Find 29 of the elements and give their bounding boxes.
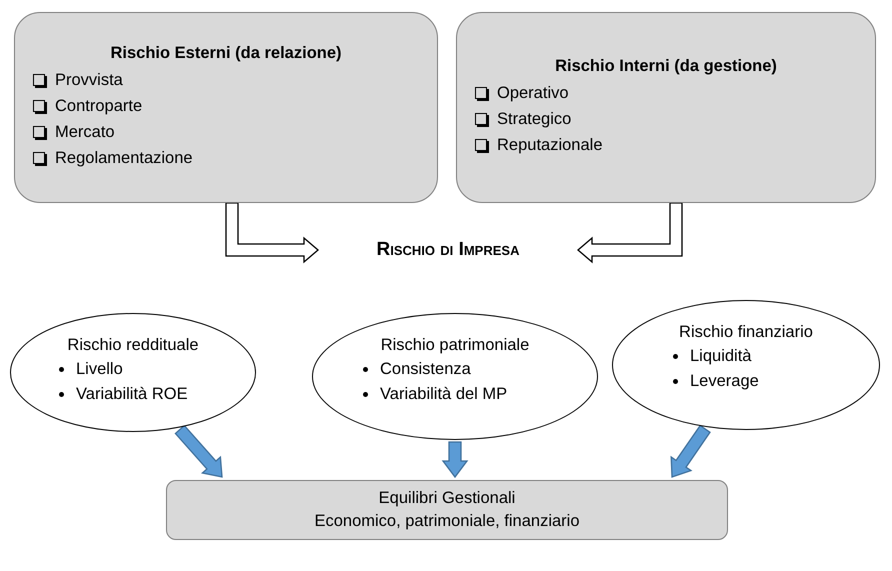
rounded-box — [166, 480, 728, 540]
rounded-box — [14, 12, 438, 203]
list-item: Regolamentazione — [55, 148, 193, 168]
block-arrow — [670, 424, 711, 478]
rounded-box — [456, 12, 876, 203]
list-item: Leverage — [690, 372, 759, 391]
list-item: Provvista — [55, 70, 123, 90]
list-item: Livello — [76, 360, 123, 379]
ellipse-heading: Rischio patrimoniale — [380, 336, 530, 355]
list-item: Reputazionale — [497, 136, 602, 154]
block-arrow — [442, 441, 468, 478]
ellipse-heading: Rischio finanziario — [679, 323, 813, 342]
list-item: Strategico — [497, 110, 572, 128]
list-item: Controparte — [55, 96, 142, 116]
block-arrow — [174, 424, 223, 478]
box-text: Equilibri Gestionali — [378, 488, 516, 509]
list-item: Consistenza — [380, 360, 471, 379]
list-item: Operativo — [497, 84, 569, 102]
block-arrow — [225, 202, 319, 264]
box-heading: Rischio Interni (da gestione) — [554, 57, 778, 76]
list-item: Liquidità — [690, 347, 752, 366]
list-item: Mercato — [55, 122, 115, 142]
title-text: Rischio di Impresa — [322, 237, 574, 263]
list-item: Variabilità del MP — [380, 385, 508, 404]
block-arrow — [577, 202, 683, 264]
box-heading: Rischio Esterni (da relazione) — [109, 44, 343, 63]
list-item: Variabilità ROE — [76, 385, 188, 404]
box-text: Economico, patrimoniale, finanziario — [314, 511, 580, 532]
ellipse-heading: Rischio reddituale — [67, 336, 199, 355]
